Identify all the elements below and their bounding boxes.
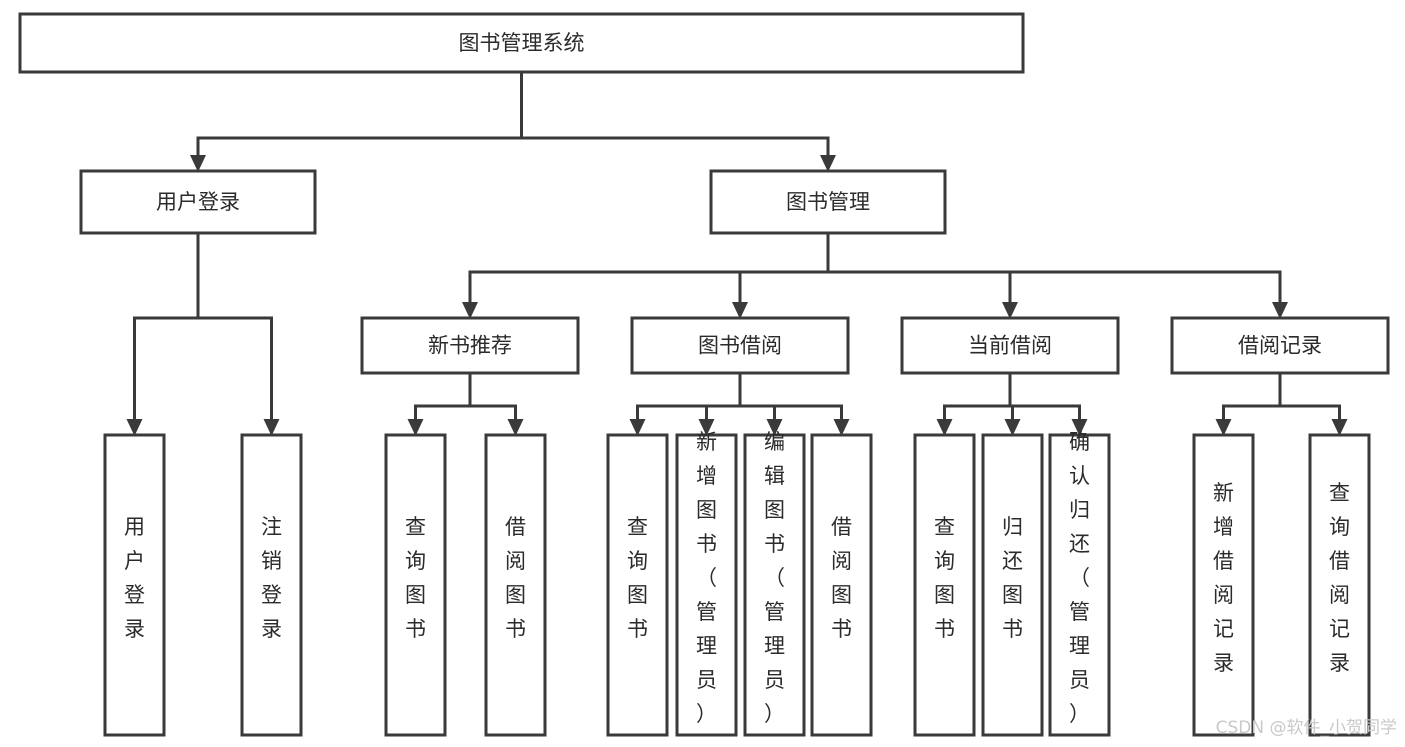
node-box[interactable] <box>1170 316 1390 375</box>
node-leaf-query-book-b[interactable]: 查询图书 <box>606 433 669 737</box>
connector-new_book_rec-to-leaf_borrow_book_a <box>468 373 524 436</box>
arrow-head-icon <box>732 302 748 319</box>
node-book-borrow[interactable]: 图书借阅 <box>630 316 850 375</box>
connector-book_mgmt-to-current_borrow <box>826 233 1018 319</box>
arrow-head-icon <box>629 419 646 436</box>
connector-current_borrow-to-leaf_query_book_c <box>936 373 1012 436</box>
connector-book_borrow-to-leaf_borrow_book_b <box>738 373 850 436</box>
connector-book_mgmt-to-new_book_rec <box>462 233 830 319</box>
node-label: 借阅图书 <box>505 515 526 641</box>
arrow-head-icon <box>190 155 206 172</box>
connector-current_borrow-to-leaf_confirm_return <box>1008 373 1088 436</box>
connector-new_book_rec-to-leaf_query_book_a <box>407 373 472 436</box>
connector-borrow_record-to-leaf_add_record <box>1215 373 1282 436</box>
connector-root-to-user_login <box>190 72 523 172</box>
arrow-head-icon <box>1002 302 1018 319</box>
node-label: 用户登录 <box>156 190 240 214</box>
arrow-head-icon <box>833 419 850 436</box>
node-new-book-rec[interactable]: 新书推荐 <box>360 316 580 375</box>
node-leaf-borrow-book-a[interactable]: 借阅图书 <box>484 433 547 737</box>
node-borrow-record[interactable]: 借阅记录 <box>1170 316 1390 375</box>
node-label: 查询借阅记录 <box>1329 481 1350 675</box>
arrow-head-icon <box>1331 419 1348 436</box>
node-box[interactable] <box>384 433 447 737</box>
node-label: 归还图书 <box>1002 515 1023 641</box>
node-label: 确认归还（管理员） <box>1069 430 1090 726</box>
arrow-head-icon <box>1215 419 1232 436</box>
node-box[interactable] <box>1192 433 1255 737</box>
node-box[interactable] <box>103 433 166 737</box>
node-box[interactable] <box>606 433 669 737</box>
arrow-head-icon <box>462 302 478 319</box>
node-current-borrow[interactable]: 当前借阅 <box>900 316 1120 375</box>
node-leaf-query-book-a[interactable]: 查询图书 <box>384 433 447 737</box>
node-label: 注销登录 <box>261 515 282 641</box>
node-box[interactable] <box>240 433 303 737</box>
node-label: 借阅图书 <box>831 515 852 641</box>
arrow-head-icon <box>1071 419 1088 436</box>
node-root[interactable]: 图书管理系统 <box>18 12 1025 74</box>
node-book-mgmt[interactable]: 图书管理 <box>709 169 947 235</box>
node-label: 图书借阅 <box>698 334 782 358</box>
arrow-head-icon <box>507 419 524 436</box>
arrow-head-icon <box>263 419 280 436</box>
connector-user_login-to-leaf_user_login <box>126 233 200 436</box>
node-leaf-borrow-book-b[interactable]: 借阅图书 <box>810 433 873 737</box>
node-label: 查询图书 <box>405 515 426 641</box>
node-label: 图书管理 <box>786 190 870 214</box>
node-leaf-query-record[interactable]: 查询借阅记录 <box>1308 433 1371 737</box>
node-leaf-add-record[interactable]: 新增借阅记录 <box>1192 433 1255 737</box>
node-box[interactable] <box>709 169 947 235</box>
node-label: 查询图书 <box>934 515 955 641</box>
arrow-head-icon <box>698 419 715 436</box>
node-label: 查询图书 <box>627 515 648 641</box>
node-box[interactable] <box>1048 433 1111 737</box>
node-box[interactable] <box>675 433 738 737</box>
node-box[interactable] <box>1308 433 1371 737</box>
connector-layer <box>126 72 1348 436</box>
node-label: 编辑图书（管理员） <box>764 430 785 726</box>
arrow-head-icon <box>126 419 143 436</box>
node-label: 新增借阅记录 <box>1213 481 1234 675</box>
node-box[interactable] <box>484 433 547 737</box>
connector-user_login-to-leaf_logout <box>196 233 280 436</box>
arrow-head-icon <box>766 419 783 436</box>
node-box[interactable] <box>743 433 806 737</box>
node-leaf-edit-book[interactable]: 编辑图书（管理员） <box>743 430 806 737</box>
node-leaf-confirm-return[interactable]: 确认归还（管理员） <box>1048 430 1111 737</box>
node-leaf-return-book[interactable]: 归还图书 <box>981 433 1044 737</box>
arrow-head-icon <box>936 419 953 436</box>
node-label: 新增图书（管理员） <box>696 430 717 726</box>
arrow-head-icon <box>1272 302 1288 319</box>
node-label: 借阅记录 <box>1238 334 1322 358</box>
node-leaf-user-login[interactable]: 用户登录 <box>103 433 166 737</box>
node-box[interactable] <box>630 316 850 375</box>
node-box[interactable] <box>18 12 1025 74</box>
node-label: 新书推荐 <box>428 334 512 358</box>
node-box[interactable] <box>810 433 873 737</box>
node-box[interactable] <box>981 433 1044 737</box>
connector-root-to-book_mgmt <box>520 72 836 172</box>
node-box[interactable] <box>79 169 317 235</box>
arrow-head-icon <box>1004 419 1021 436</box>
connector-book_mgmt-to-book_borrow <box>732 233 830 319</box>
node-leaf-logout[interactable]: 注销登录 <box>240 433 303 737</box>
node-user-login[interactable]: 用户登录 <box>79 169 317 235</box>
node-box[interactable] <box>913 433 976 737</box>
node-layer: 图书管理系统用户登录图书管理新书推荐图书借阅当前借阅借阅记录用户登录注销登录查询… <box>18 12 1390 737</box>
node-label: 用户登录 <box>124 515 145 641</box>
node-leaf-add-book[interactable]: 新增图书（管理员） <box>675 430 738 737</box>
node-label: 图书管理系统 <box>459 31 585 55</box>
connector-book_mgmt-to-borrow_record <box>826 233 1288 319</box>
arrow-head-icon <box>407 419 424 436</box>
connector-borrow_record-to-leaf_query_record <box>1278 373 1348 436</box>
node-box[interactable] <box>900 316 1120 375</box>
csdn-watermark: CSDN @软件_小贺同学 <box>1216 718 1397 738</box>
node-box[interactable] <box>360 316 580 375</box>
node-label: 当前借阅 <box>968 334 1052 358</box>
node-leaf-query-book-c[interactable]: 查询图书 <box>913 433 976 737</box>
arrow-head-icon <box>820 155 836 172</box>
